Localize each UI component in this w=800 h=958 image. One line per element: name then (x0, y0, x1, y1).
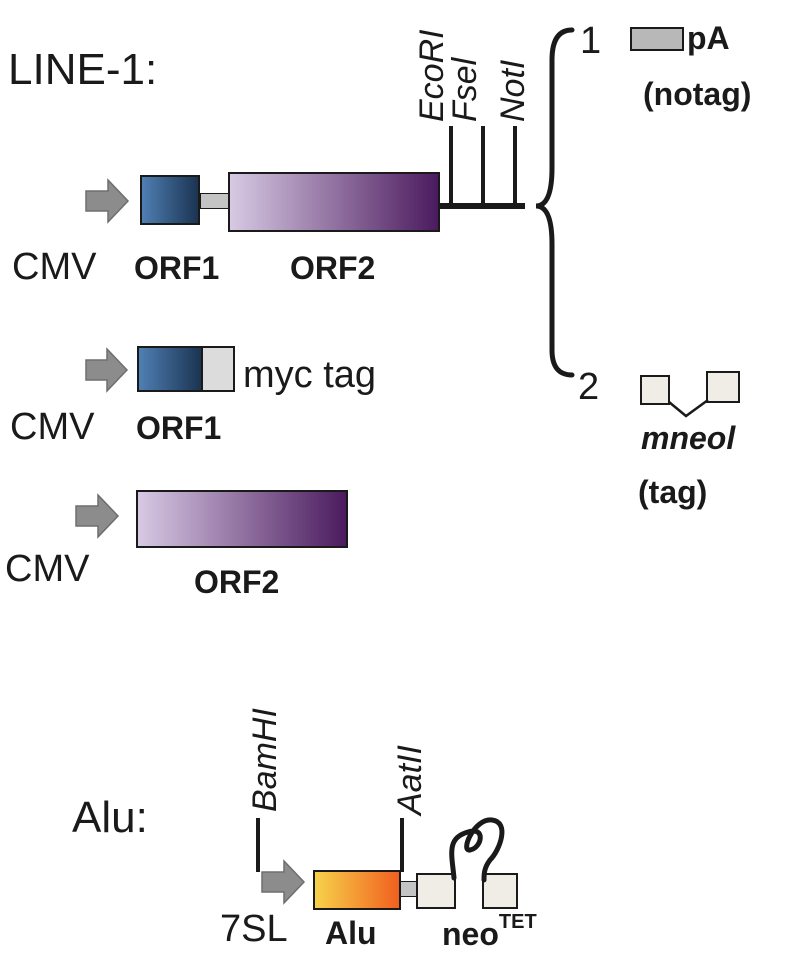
option2-label: mneol (641, 420, 736, 456)
curly-brace (535, 27, 575, 378)
cmv-label-3: CMV (5, 548, 90, 590)
promoter-arrow-3 (75, 493, 120, 539)
option1-sub: (notag) (643, 76, 752, 112)
option1-label: pA (687, 20, 730, 56)
alu-element-label: Alu (325, 915, 377, 951)
orf2-label-1: ORF2 (290, 250, 376, 286)
myc-tag-label: myc tag (243, 354, 377, 396)
option1-number: 1 (580, 20, 602, 62)
option2-sub: (tag) (638, 474, 708, 510)
orf2-box (228, 172, 440, 232)
neo-label-sup: TET (498, 911, 537, 933)
orf1-label-2: ORF1 (136, 410, 222, 446)
site-bamhi-tick (256, 818, 260, 872)
cmv-label-1: CMV (12, 246, 97, 288)
orf2-label-3: ORF2 (194, 564, 280, 600)
site-aatii-tick (400, 818, 404, 872)
myc-tag-box (201, 346, 235, 392)
neo-label-text: neo (442, 916, 499, 952)
promoter-arrow-2 (85, 347, 129, 393)
orf1-only-box (137, 346, 203, 392)
backbone-3prime (440, 203, 525, 209)
option2-number: 2 (578, 366, 600, 408)
neo-intron-squiggle (449, 817, 505, 883)
cmv-label-2: CMV (10, 406, 95, 448)
mneol-exon-right (706, 371, 740, 403)
site-ecori-tick (449, 126, 453, 208)
promoter-7sl-label: 7SL (220, 908, 288, 950)
alu-box (313, 870, 401, 910)
line1-title: LINE-1: (8, 45, 158, 94)
pa-box (630, 27, 684, 51)
orf1-label-1: ORF1 (134, 250, 220, 286)
orf2-only-box (136, 490, 348, 548)
neo-exon-left (416, 873, 456, 909)
neo-exon-right (482, 873, 518, 909)
alu-title: Alu: (72, 793, 148, 842)
orf1-box (140, 175, 200, 225)
mneol-exon-left (640, 375, 670, 405)
promoter-arrow-1 (85, 178, 130, 224)
site-noti-tick (513, 126, 517, 208)
neo-label: neoTET (442, 912, 537, 952)
site-fsel-tick (481, 126, 485, 208)
mneol-splice (668, 398, 709, 418)
promoter-arrow-alu (261, 859, 306, 905)
